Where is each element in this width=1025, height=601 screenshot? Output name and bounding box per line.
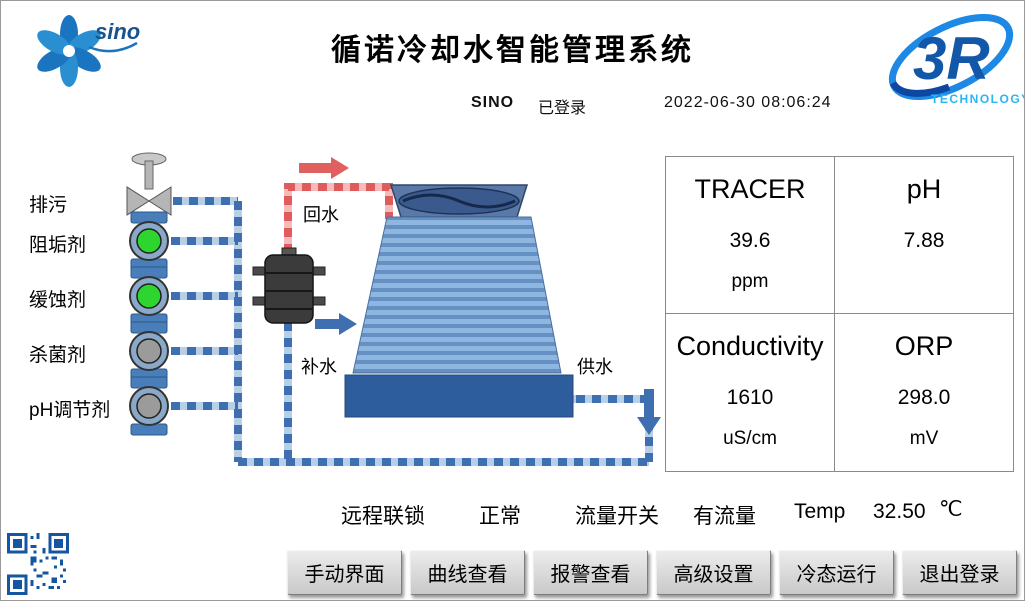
sino-pinwheel-icon: [37, 15, 101, 87]
measurement-tracer: TRACER 39.6 ppm: [666, 157, 835, 314]
measurement-ph: pH 7.88: [835, 157, 1013, 314]
label-supply-water: 供水: [577, 357, 613, 377]
pump-1-state: [136, 228, 162, 254]
process-diagram: [126, 152, 661, 466]
tracer-label: TRACER: [694, 174, 806, 204]
tracer-unit: ppm: [731, 271, 769, 292]
temp-label: Temp: [794, 500, 846, 523]
datetime: 2022-06-30 08:06:24: [664, 94, 832, 111]
conductivity-unit: uS/cm: [723, 428, 777, 449]
tower-body: [352, 216, 562, 374]
label-scale-inhibitor: 阻垢剂: [29, 235, 87, 256]
pipe-blue-dashes: [171, 197, 653, 466]
user-name: SINO: [471, 94, 515, 111]
logout-button[interactable]: 退出登录: [902, 550, 1017, 595]
temp-value: 32.50: [873, 500, 926, 523]
manual-screen-button[interactable]: 手动界面: [287, 550, 402, 595]
orbit-front-icon: [889, 81, 951, 97]
pump-4-state: [136, 393, 162, 419]
alarm-view-button[interactable]: 报警查看: [533, 550, 648, 595]
orp-unit: mV: [909, 428, 939, 449]
label-ph-regulator: pH调节剂: [29, 400, 111, 421]
ph-label: pH: [906, 174, 942, 204]
orp-value: 298.0: [897, 386, 951, 409]
3r-logo-text: 3R: [913, 25, 990, 92]
filter-vessel[interactable]: [252, 247, 326, 324]
interlock-status: 正常: [479, 505, 521, 528]
conductivity-value: 1610: [726, 386, 774, 409]
label-blowdown: 排污: [29, 195, 68, 216]
curve-view-button[interactable]: 曲线查看: [410, 550, 525, 595]
label-biocide: 杀菌剂: [29, 345, 87, 366]
interlock-label: 远程联锁: [341, 505, 425, 528]
3r-technology-logo: 3R TECHNOLOGY: [888, 14, 1025, 106]
tower-basin: [344, 374, 574, 418]
conductivity-label: Conductivity: [676, 331, 824, 361]
flow-switch-label: 流量开关: [575, 505, 659, 528]
sino-logo-text: sino: [95, 19, 140, 44]
sino-logo: sino: [37, 15, 140, 87]
label-corrosion-inhibitor: 缓蚀剂: [29, 290, 87, 311]
label-return-water: 回水: [303, 205, 339, 225]
nav-button-bar: 手动界面 曲线查看 报警查看 高级设置 冷态运行 退出登录: [287, 550, 1017, 595]
pipe-return-dashes: [284, 183, 393, 253]
blowdown-valve[interactable]: [126, 152, 172, 216]
advanced-settings-button[interactable]: 高级设置: [656, 550, 771, 595]
return-flow-arrow: [299, 157, 349, 179]
login-status: 已登录: [538, 100, 587, 117]
measurement-orp: ORP 298.0 mV: [835, 314, 1013, 471]
measurement-conductivity: Conductivity 1610 uS/cm: [666, 314, 835, 471]
sino-logo-swoosh: [88, 41, 138, 53]
measurement-panel: TRACER 39.6 ppm pH 7.88 Conductivity 161…: [665, 156, 1014, 472]
cooling-tower: [344, 184, 574, 418]
cold-run-button[interactable]: 冷态运行: [779, 550, 894, 595]
dosing-pump-3[interactable]: [129, 321, 169, 381]
tower-fan-blades: [402, 193, 516, 209]
orp-label: ORP: [894, 331, 954, 361]
pump-2-state: [136, 283, 162, 309]
dosing-pump-2[interactable]: [129, 266, 169, 326]
supply-flow-arrow: [637, 389, 661, 435]
pump-3-state: [136, 338, 162, 364]
dosing-pump-4[interactable]: [129, 376, 169, 436]
label-makeup-water: 补水: [301, 357, 337, 377]
makeup-flow-arrow: [315, 313, 357, 335]
tracer-value: 39.6: [729, 229, 771, 252]
page-title: 循诺冷却水智能管理系统: [331, 34, 694, 67]
ph-value: 7.88: [903, 229, 945, 252]
temp-unit: ℃: [939, 498, 963, 521]
flow-switch-status: 有流量: [693, 505, 756, 528]
3r-logo-subtext: TECHNOLOGY: [931, 92, 1025, 106]
qr-code: [7, 533, 69, 595]
dosing-pump-1[interactable]: [129, 211, 169, 271]
